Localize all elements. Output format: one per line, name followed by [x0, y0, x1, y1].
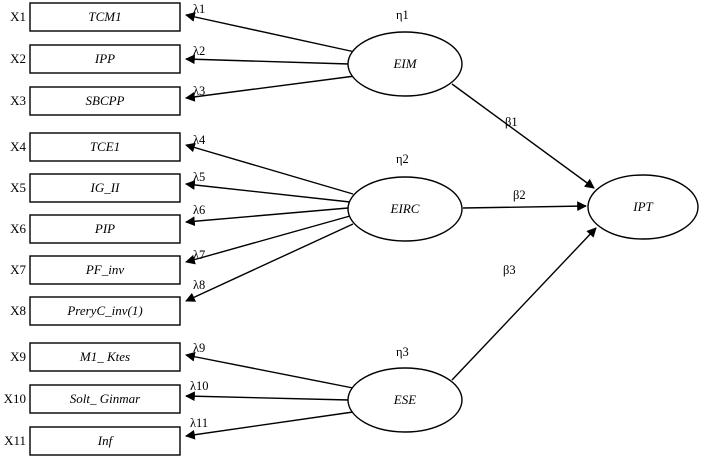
indicator-box-x3	[29, 86, 181, 116]
indicator-id-x8: X8	[10, 303, 26, 318]
loading-label-lambda5: λ5	[193, 170, 206, 184]
indicator-name-x3: SBCPP	[86, 93, 125, 108]
indicator-box-x4	[29, 132, 181, 162]
loading-arrow-lambda3	[185, 75, 356, 102]
structural-arrow-beta3	[451, 227, 597, 381]
loading-label-lambda2: λ2	[193, 44, 206, 58]
loading-arrow-lambda10	[185, 391, 350, 402]
loading-label-lambda10: λ10	[190, 379, 209, 393]
loading-arrows	[185, 12, 356, 440]
indicator-id-x4: X4	[10, 139, 26, 154]
indicator-box-x7	[29, 255, 181, 285]
loading-label-lambda11: λ11	[190, 416, 209, 430]
loading-arrow-lambda5	[185, 180, 351, 203]
indicator-boxes	[29, 2, 181, 456]
indicator-box-x2	[29, 44, 181, 74]
indicator-id-x7: X7	[10, 262, 26, 277]
indicator-id-x6: X6	[10, 221, 26, 236]
factor-eta-label-eta3: η3	[396, 345, 409, 359]
factor-ellipse-ese	[347, 367, 463, 433]
indicator-id-x3: X3	[10, 93, 26, 108]
indicator-name-x1: TCM1	[88, 9, 121, 24]
structural-arrows	[451, 83, 597, 381]
factor-ellipse-eim	[347, 31, 463, 97]
structural-arrow-beta1	[451, 83, 595, 189]
indicator-box-x6	[29, 214, 181, 244]
factor-ellipse-eirc	[347, 176, 463, 242]
indicator-box-x5	[29, 173, 181, 203]
indicator-name-x11: Inf	[97, 433, 115, 448]
indicator-id-x1: X1	[10, 9, 26, 24]
factor-name-ese: ESE	[393, 392, 416, 407]
factor-name-eirc: EIRC	[390, 201, 420, 216]
loading-arrow-lambda1	[185, 12, 356, 53]
indicator-name-x5: IG_II	[90, 180, 121, 195]
indicator-box-x11	[29, 426, 181, 456]
indicator-id-x10: X10	[3, 391, 26, 406]
loading-label-lambda1: λ1	[193, 2, 206, 16]
latent-factors: EIM EIRC ESE IPT	[347, 31, 699, 433]
indicator-id-x2: X2	[10, 51, 26, 66]
indicator-name-x9: M1_ Ktes	[79, 349, 130, 364]
factor-ellipse-ipt	[587, 174, 699, 240]
indicator-id-x5: X5	[10, 180, 26, 195]
indicator-name-x8: PreryC_inv(1)	[66, 303, 142, 318]
indicator-name-x10: Solt_ Ginmar	[70, 391, 141, 406]
structural-label-beta2: β2	[513, 188, 526, 202]
factor-eta-label-eta2: η2	[396, 152, 409, 166]
factor-eta-label-eta1: η1	[396, 8, 409, 22]
indicator-box-labels: TCM1 IPP SBCPP TCE1 IG_II PIP PF_inv Pre…	[66, 9, 142, 448]
loading-arrow-lambda2	[185, 54, 350, 65]
loading-arrow-lambda6	[185, 207, 349, 227]
indicator-id-x9: X9	[10, 349, 26, 364]
indicator-id-x11: X11	[4, 433, 26, 448]
structural-label-beta3: β3	[503, 263, 516, 277]
loading-arrow-lambda4	[185, 142, 354, 195]
indicator-box-x8	[29, 296, 181, 326]
loading-label-lambda7: λ7	[193, 248, 206, 262]
factor-name-eim: EIM	[392, 56, 417, 71]
loading-label-lambda3: λ3	[193, 84, 206, 98]
loading-label-lambda8: λ8	[193, 278, 206, 292]
loading-arrow-lambda8	[185, 223, 354, 302]
structural-arrow-beta2	[462, 201, 587, 212]
indicator-name-x7: PF_inv	[85, 262, 124, 277]
indicator-name-x2: IPP	[94, 51, 115, 66]
indicator-name-x6: PIP	[94, 221, 115, 236]
loading-arrow-lambda9	[185, 351, 354, 389]
indicator-box-x9	[29, 342, 181, 372]
loading-label-lambda6: λ6	[193, 203, 206, 217]
indicator-box-x1	[29, 2, 181, 32]
structural-label-beta1: β1	[505, 115, 518, 129]
loading-label-lambda4: λ4	[193, 133, 206, 147]
loading-arrow-lambda7	[185, 215, 351, 265]
indicator-name-x4: TCE1	[90, 139, 120, 154]
loading-label-lambda9: λ9	[193, 341, 206, 355]
indicator-box-x10	[29, 384, 181, 414]
factor-name-ipt: IPT	[632, 199, 653, 214]
loading-arrow-lambda11	[185, 411, 354, 440]
